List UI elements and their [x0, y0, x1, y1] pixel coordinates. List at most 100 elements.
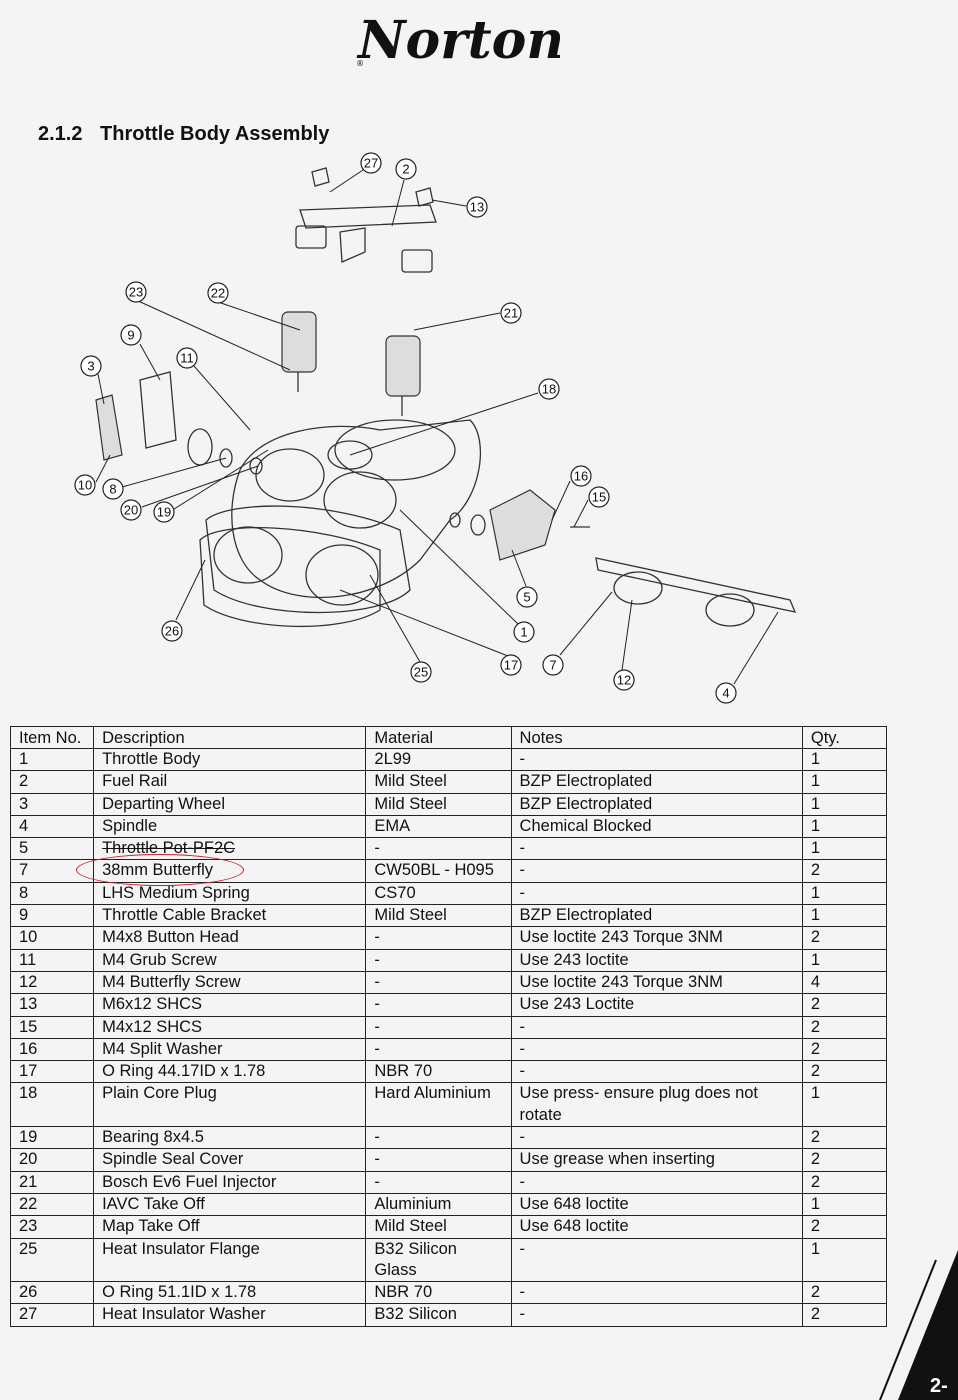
cell-notes: -	[510, 1281, 803, 1305]
callout-8: 8	[102, 478, 124, 500]
cell-notes: BZP Electroplated	[510, 770, 803, 794]
header-material: Material	[365, 726, 512, 749]
cell-notes: Use grease when inserting	[510, 1148, 803, 1172]
cell-description: O Ring 44.17ID x 1.78	[93, 1060, 367, 1084]
cell-notes: -	[510, 837, 803, 861]
cell-item: 17	[9, 1060, 95, 1084]
cell-qty: 1	[801, 1082, 888, 1128]
cell-description: IAVC Take Off	[93, 1192, 367, 1217]
svg-text:19: 19	[157, 505, 171, 520]
cell-material: -	[365, 1015, 512, 1039]
cell-description: Heat Insulator Flange	[93, 1237, 367, 1283]
cell-material: B32 Silicon Glass	[365, 1237, 512, 1283]
callout-7: 7	[542, 654, 564, 676]
cell-notes: -	[510, 1015, 803, 1039]
cell-qty: 4	[801, 970, 888, 995]
callout-1: 1	[513, 621, 535, 643]
cell-material: CW50BL - H095	[365, 859, 512, 883]
cell-material: -	[365, 948, 512, 972]
cell-description: Spindle	[93, 814, 367, 839]
cell-notes: BZP Electroplated	[510, 792, 803, 816]
callout-9: 9	[120, 324, 142, 346]
svg-text:8: 8	[109, 482, 116, 497]
cell-notes: -	[510, 747, 803, 772]
svg-text:25: 25	[414, 665, 428, 680]
cell-description: Fuel Rail	[93, 770, 367, 794]
svg-text:18: 18	[542, 382, 556, 397]
cell-qty: 1	[801, 747, 888, 772]
cell-material: -	[365, 1037, 512, 1062]
cell-item: 3	[9, 792, 95, 816]
svg-text:16: 16	[574, 469, 588, 484]
cell-qty: 2	[801, 1170, 888, 1194]
cell-item: 1	[9, 747, 95, 772]
cell-material: EMA	[365, 814, 512, 839]
svg-text:26: 26	[165, 624, 179, 639]
leader-lines	[95, 169, 779, 685]
section-number: 2.1.2	[38, 123, 83, 145]
svg-text:4: 4	[722, 686, 729, 701]
callout-27: 27	[360, 152, 382, 174]
cell-description: Heat Insulator Washer	[93, 1303, 367, 1327]
cell-item: 21	[9, 1170, 95, 1194]
svg-text:5: 5	[523, 590, 530, 605]
svg-text:27: 27	[364, 156, 378, 171]
cell-notes: Use loctite 243 Torque 3NM	[510, 926, 803, 950]
cell-qty: 1	[801, 881, 888, 906]
cell-notes: -	[510, 859, 803, 883]
svg-text:9: 9	[127, 328, 134, 343]
cell-notes: Use 243 Loctite	[510, 993, 803, 1017]
cell-notes: -	[510, 1037, 803, 1062]
svg-text:3: 3	[87, 359, 94, 374]
cell-description: M4x12 SHCS	[93, 1015, 367, 1039]
cell-item: 20	[9, 1148, 95, 1172]
cell-notes: -	[510, 1237, 803, 1283]
cell-description: M4x8 Button Head	[93, 926, 367, 950]
cell-description: Departing Wheel	[93, 792, 367, 816]
cell-description: M4 Split Washer	[93, 1037, 367, 1062]
cell-material: Mild Steel	[365, 792, 512, 816]
cell-material: Mild Steel	[365, 904, 512, 928]
cell-notes: -	[510, 1060, 803, 1084]
cell-material: -	[365, 926, 512, 950]
cell-notes: Chemical Blocked	[510, 814, 803, 839]
callout-22: 22	[207, 282, 229, 304]
svg-text:23: 23	[129, 285, 143, 300]
cell-material: -	[365, 1126, 512, 1150]
cell-item: 4	[9, 814, 95, 839]
cell-material: 2L99	[365, 747, 512, 772]
callout-26: 26	[161, 620, 183, 642]
cell-description: LHS Medium Spring	[93, 881, 367, 906]
callout-18: 18	[538, 378, 560, 400]
cell-description: M6x12 SHCS	[93, 993, 367, 1017]
cell-item: 7	[9, 859, 95, 883]
table-header-row: Item No. Description Material Notes Qty.	[9, 726, 888, 749]
svg-text:17: 17	[504, 658, 518, 673]
header-notes: Notes	[510, 726, 803, 749]
callout-21: 21	[500, 302, 522, 324]
callout-16: 16	[570, 465, 592, 487]
parts-table: Item No. Description Material Notes Qty.…	[9, 726, 888, 1327]
svg-text:11: 11	[180, 351, 194, 366]
callout-3: 3	[80, 355, 102, 377]
cell-qty: 1	[801, 904, 888, 928]
header-qty: Qty.	[801, 726, 888, 749]
cell-material: -	[365, 1170, 512, 1194]
callout-19: 19	[153, 501, 175, 523]
cell-description: M4 Grub Screw	[93, 948, 367, 972]
cell-description: Bosch Ev6 Fuel Injector	[93, 1170, 367, 1194]
callout-10: 10	[74, 474, 96, 496]
callout-23: 23	[125, 281, 147, 303]
cell-qty: 2	[801, 1126, 888, 1150]
